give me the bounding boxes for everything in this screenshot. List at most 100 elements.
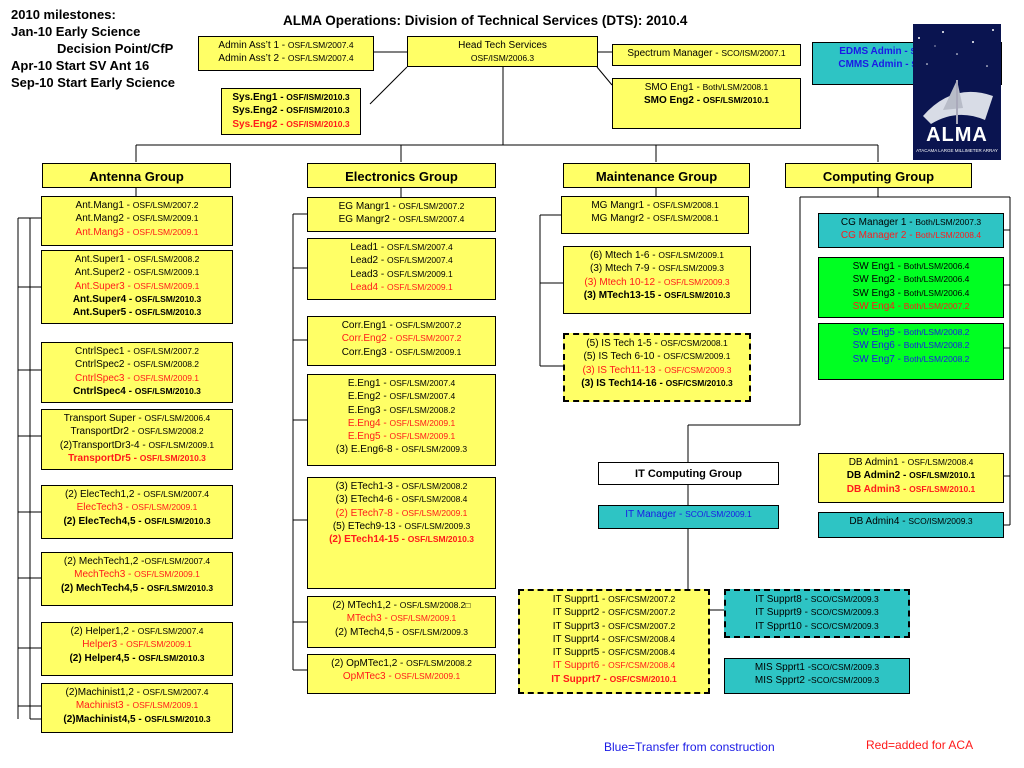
position-line: Ant.Super3 - OSF/LSM/2009.1 — [44, 280, 230, 293]
position-code: OSF/LSM/2008.2 — [406, 658, 472, 668]
position-line: DB Admin2 - OSF/LSM/2010.1 — [821, 469, 1001, 482]
position-line: MIS Spprt2 -SCO/CSM/2009.3 — [727, 674, 907, 687]
position-line: MG Mangr2 - OSF/LSM/2008.1 — [564, 212, 746, 225]
position-title: TransportDr5 - — [68, 452, 140, 464]
position-title: Ant.Super4 - — [72, 293, 136, 305]
position-code: OSF/CSM/2009.1 — [663, 351, 731, 362]
position-code: OSF/LSM/2010.3 — [138, 652, 205, 663]
position-title: MG Mangr2 - — [591, 213, 653, 225]
position-title: (3) MTech13-15 - — [583, 289, 665, 301]
position-code: OSF/LSM/2010.1 — [909, 483, 976, 494]
position-code: OSF/LSM/2007.2 — [395, 320, 462, 330]
position-line: (2)Machinist4,5 - OSF/LSM/2010.3 — [44, 713, 230, 726]
position-code: OSF/LSM/2008.2 — [133, 254, 200, 264]
position-code: OSF/LSM/2007.2 — [133, 346, 200, 356]
position-line: (2)TransportDr3-4 - OSF/LSM/2009.1 — [44, 439, 230, 452]
position-line: IT Supprt3 - OSF/CSM/2007.2 — [522, 620, 706, 633]
position-title: (5) IS Tech 1-5 - — [586, 338, 661, 349]
position-title: SW Eng4 - — [852, 300, 904, 312]
position-title: SW Eng6 - — [852, 340, 904, 352]
position-code: OSF/LSM/2009.1 — [658, 250, 725, 260]
position-title: Spectrum Manager - — [627, 48, 722, 59]
position-line: DB Admin3 - OSF/LSM/2010.1 — [821, 483, 1001, 496]
position-title: (3) Mtech 7-9 - — [589, 263, 659, 275]
position-title: Helper3 - — [82, 639, 127, 651]
position-code: OSF/LSM/2010.3 — [146, 582, 214, 593]
position-title: MechTech3 - — [74, 569, 135, 581]
position-line: E.Eng1 - OSF/LSM/2007.4 — [310, 377, 493, 390]
position-line: SW Eng5 - Both/LSM/2008.2 — [821, 326, 1001, 339]
position-title: CG Manager 2 - — [840, 230, 916, 242]
position-code: OSF/LSM/2009.3 — [658, 263, 725, 274]
position-title: CntrlSpec1 - — [74, 346, 134, 357]
position-line: MechTech3 - OSF/LSM/2009.1 — [44, 568, 230, 581]
position-title: Lead4 - — [350, 281, 388, 293]
position-code: OSF/LSM/2009.1 — [387, 268, 453, 279]
electronics-group-header: Electronics Group — [307, 163, 496, 188]
position-code: OSF/LSM/2008.4 — [907, 457, 974, 467]
position-title: Admin Ass’t 1 - — [218, 40, 288, 51]
antenna-group-header: Antenna Group — [42, 163, 231, 188]
legend-red: Red=added for ACA — [866, 738, 974, 752]
position-code: OSF/LSM/2009.1 — [132, 213, 199, 224]
position-code: OSF/LSM/2009.3 — [663, 276, 730, 287]
logo-subtext: ATACAMA LARGE MILLIMETER ARRAY — [916, 148, 998, 153]
chart-title: ALMA Operations: Division of Technical S… — [283, 13, 688, 28]
position-title: Lead1 - — [350, 242, 388, 253]
position-line: SW Eng2 - Both/LSM/2006.4 — [821, 273, 1001, 286]
position-line: IT Supprt2 - OSF/CSM/2007.2 — [522, 606, 706, 619]
position-title: CG Manager 1 - — [840, 217, 916, 228]
position-line: Sys.Eng1 - OSF/ISM/2010.3 — [224, 91, 358, 104]
position-line: (6) Mtech 1-6 - OSF/LSM/2009.1 — [566, 249, 748, 262]
position-code: SCO/CSM/2009.3 — [810, 607, 879, 618]
position-code: OSF/LSM/2008.4 — [401, 494, 468, 505]
position-line: TransportDr5 - OSF/LSM/2010.3 — [44, 452, 230, 465]
position-code: OSF/LSM/2009.1 — [133, 372, 200, 383]
position-code: OSF/LSM/2009.1 — [401, 507, 468, 518]
position-code: OSF/LSM/2008.1 — [653, 213, 719, 224]
position-code: OSF/LSM/2009.1 — [394, 671, 461, 682]
position-code: Both/LSM/2006.4 — [903, 261, 970, 271]
position-line: Lead3 - OSF/LSM/2009.1 — [310, 268, 493, 281]
computing-group-header: Computing Group — [785, 163, 972, 188]
position-title: (2) MTech1,2 - — [332, 600, 400, 611]
position-code: OSF/LSM/2007.4 — [287, 40, 354, 50]
position-line: OpMTec3 - OSF/LSM/2009.1 — [310, 670, 493, 683]
position-code: OSF/LSM/2007.4 — [143, 489, 210, 499]
position-title: IT Supprt5 - — [552, 647, 609, 659]
position-line: CG Manager 1 - Both/LSM/2007.3 — [821, 216, 1001, 229]
position-line: (2) ETech14-15 - OSF/LSM/2010.3 — [310, 533, 493, 546]
position-line: CntrlSpec2 - OSF/LSM/2008.2 — [44, 358, 230, 371]
position-code: Both/LSM/2006.4 — [903, 287, 970, 298]
position-title: CntrlSpec4 - — [73, 385, 135, 397]
milestone-item: Sep-10 Start Early Science — [11, 75, 176, 90]
position-title: (3) ETech4-6 - — [335, 494, 402, 506]
position-title: DB Admin3 - — [846, 483, 910, 495]
position-line: OSF/ISM/2006.3 — [410, 52, 595, 65]
position-code: Both/LSM/2008.1 — [702, 82, 769, 92]
position-line: Ant.Super1 - OSF/LSM/2008.2 — [44, 253, 230, 266]
position-line: TransportDr2 - OSF/LSM/2008.2 — [44, 425, 230, 438]
position-code: SCO/CSM/2009.3 — [810, 594, 879, 604]
position-line: IT Supprt1 - OSF/CSM/2007.2 — [522, 593, 706, 606]
position-title: E.Eng5 - — [347, 431, 390, 443]
position-title: (3) ETech1-3 - — [335, 481, 402, 492]
position-line: (2)Machinist1,2 - OSF/LSM/2007.4 — [44, 686, 230, 699]
position-title: (5) ETech9-13 - — [332, 520, 405, 532]
position-title: Corr.Eng2 - — [341, 333, 396, 345]
position-line: (2) MTech4,5 - OSF/LSM/2009.3 — [310, 626, 493, 639]
position-line: (3) ETech1-3 - OSF/LSM/2008.2 — [310, 480, 493, 493]
position-line: (2) MTech1,2 - OSF/LSM/2008.2□ — [310, 599, 493, 612]
position-title: Corr.Eng1 - — [341, 320, 396, 331]
position-code: OSF/CSM/2007.2 — [608, 594, 676, 604]
position-code: OSF/LSM/2009.1 — [148, 439, 215, 450]
position-code: OSF/LSM/2010.3 — [134, 385, 201, 396]
position-title: DB Admin1 - — [848, 457, 908, 468]
